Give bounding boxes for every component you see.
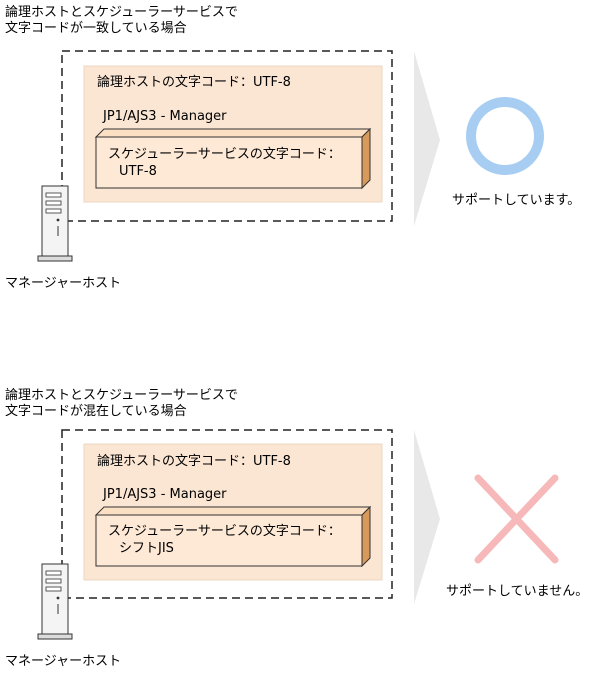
- host-label: マネージャーホスト: [5, 276, 122, 291]
- circle-icon: [466, 97, 544, 175]
- server-icon: [37, 185, 73, 262]
- host-boundary-dashed: [61, 50, 393, 222]
- scenario-heading-line2: 文字コードが混在している場合: [5, 404, 187, 419]
- scheduler-service-box: [94, 505, 372, 568]
- logical-host-code-label: 論理ホストの文字コード：UTF-8: [97, 75, 291, 90]
- scenario-heading-line1: 論理ホストとスケジューラーサービスで: [5, 5, 238, 20]
- scheduler-code-label-line2: UTF-8: [119, 164, 157, 179]
- result-text: サポートしていません。: [446, 584, 589, 599]
- product-label: JP1/AJS3 - Manager: [103, 109, 227, 124]
- scheduler-code-label-line2: シフトJIS: [119, 541, 174, 556]
- result-text: サポートしています。: [452, 193, 581, 208]
- scenario-1-graphics: [37, 50, 544, 262]
- scheduler-code-label-line1: スケジューラーサービスの文字コード：: [108, 147, 341, 162]
- scheduler-service-box: [94, 127, 372, 190]
- scenario-heading-line1: 論理ホストとスケジューラーサービスで: [5, 388, 238, 403]
- result-arrow: [414, 51, 440, 226]
- server-icon: [37, 563, 73, 640]
- result-arrow: [414, 430, 440, 604]
- host-boundary-dashed: [61, 429, 393, 599]
- scheduler-code-label-line1: スケジューラーサービスの文字コード：: [108, 524, 341, 539]
- logical-host-code-label: 論理ホストの文字コード：UTF-8: [97, 454, 291, 469]
- product-label: JP1/AJS3 - Manager: [103, 487, 227, 502]
- scenario-heading-line2: 文字コードが一致している場合: [5, 21, 187, 36]
- host-label: マネージャーホスト: [5, 654, 122, 669]
- cross-icon: [474, 474, 559, 564]
- scenario-2-graphics: [37, 429, 559, 640]
